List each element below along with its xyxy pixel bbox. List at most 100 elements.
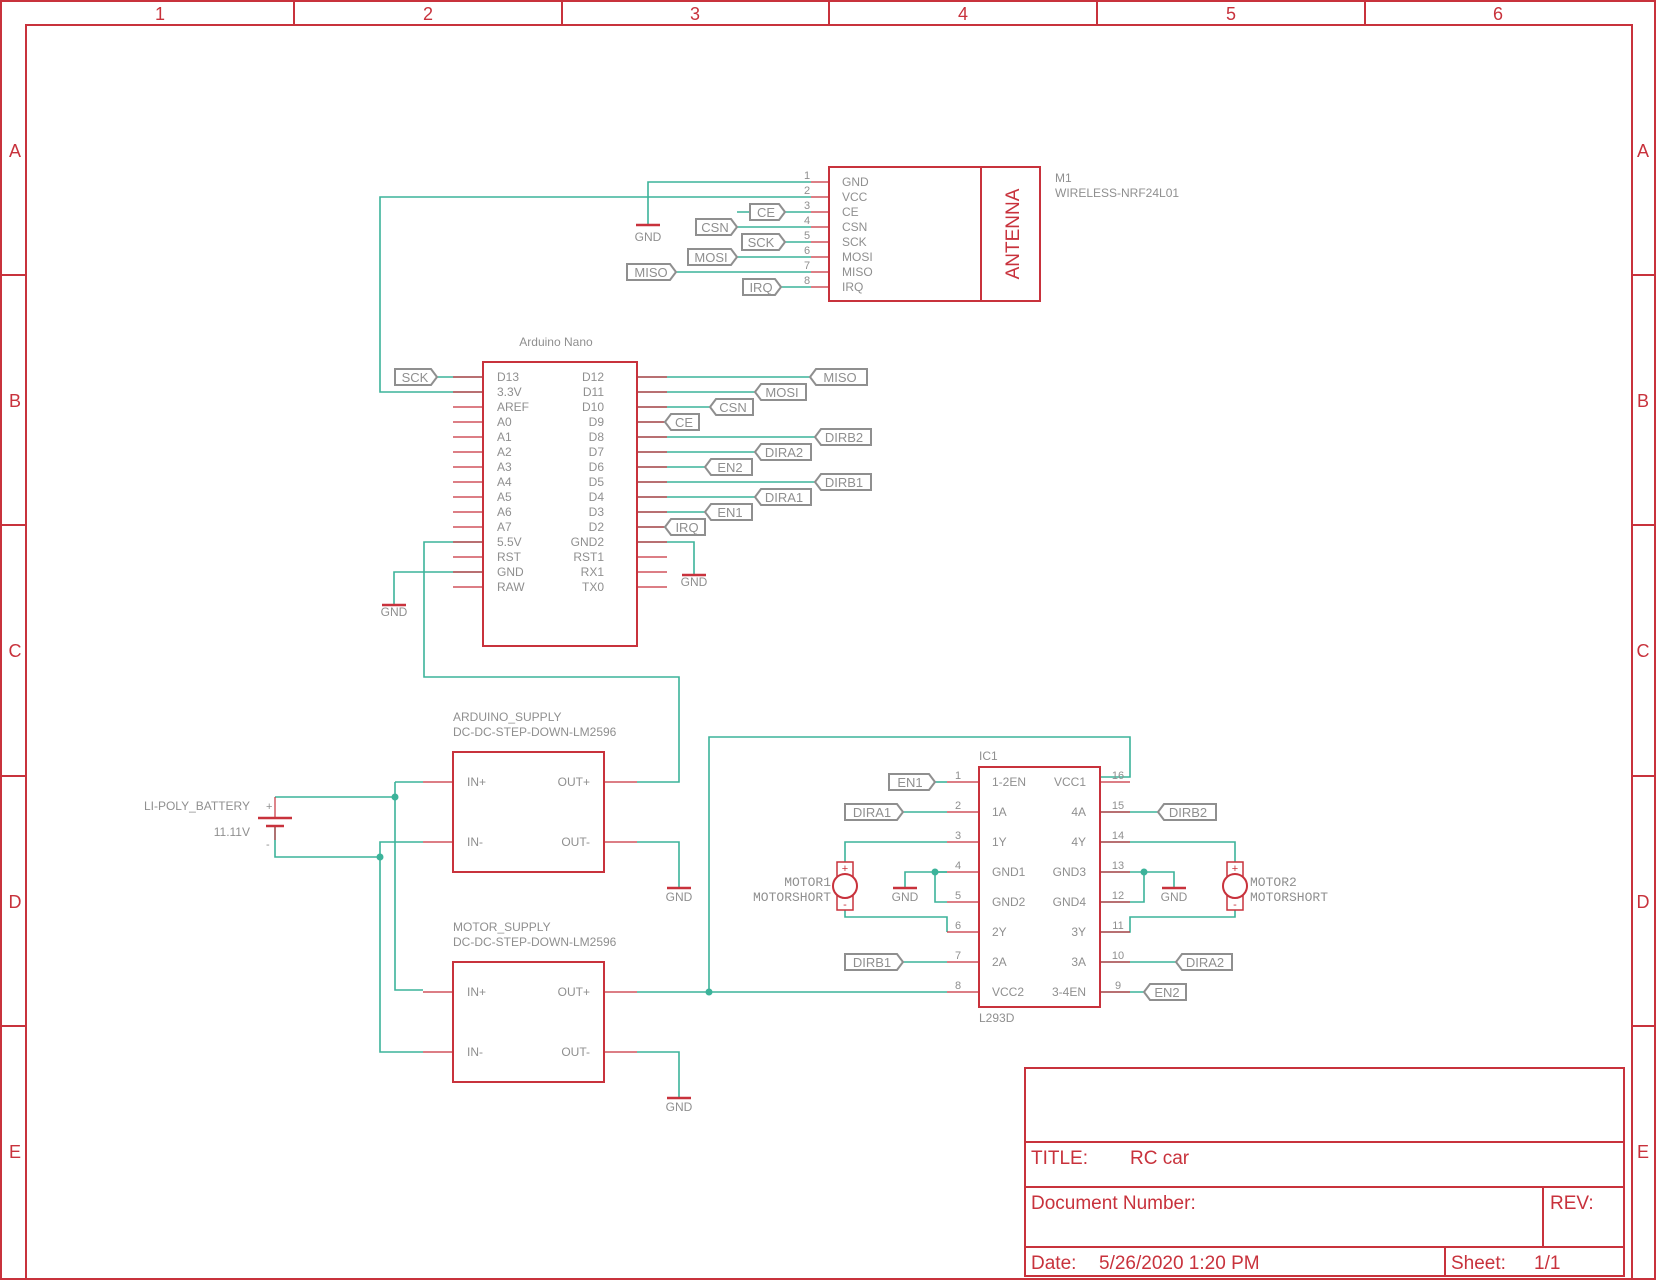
net-label-sck: SCK <box>402 370 429 385</box>
net-label-sck: SCK <box>748 235 775 250</box>
sheet-value: 1/1 <box>1534 1253 1560 1274</box>
junctions <box>376 793 1148 996</box>
net-label-dirb2: DIRB2 <box>825 430 863 445</box>
gnd-label: GND <box>666 1100 693 1114</box>
arduino-supply-out-minus: OUT- <box>561 835 590 849</box>
arduino-supply[interactable]: ARDUINO_SUPPLY DC-DC-STEP-DOWN-LM2596 IN… <box>423 710 637 873</box>
ic1-right-pin-num: 12 <box>1112 890 1124 902</box>
net-label-ce: CE <box>757 205 775 220</box>
battery-plus: + <box>266 801 272 813</box>
nano-right-pin-label: D5 <box>589 475 605 489</box>
nano-left-pin-label: 5.5V <box>497 535 522 549</box>
motor2-circle <box>1222 873 1248 899</box>
zone-row-d-right: D <box>1637 892 1650 912</box>
net-label-en1: EN1 <box>897 775 922 790</box>
motor-supply-part: DC-DC-STEP-DOWN-LM2596 <box>453 935 617 949</box>
nano-right-pin-label: D11 <box>583 385 604 399</box>
ic1-right-pin-num: 14 <box>1112 830 1124 842</box>
nano-right-pin-label: D10 <box>582 400 604 414</box>
motor2-name: MOTOR2 <box>1250 875 1297 890</box>
net-label-csn: CSN <box>701 220 728 235</box>
nano-left-pin-label: RST <box>497 550 522 564</box>
ic1-left-pin-num: 8 <box>955 980 961 992</box>
nrf-pin-name: VCC <box>842 190 868 204</box>
ic1-left-pin-num: 2 <box>955 800 961 812</box>
motor-supply-out-plus: OUT+ <box>558 985 590 999</box>
net-label-mosi: MOSI <box>694 250 727 265</box>
gnd-label: GND <box>1161 890 1188 904</box>
ic1-right-pin-num: 10 <box>1112 950 1124 962</box>
zone-col-4: 4 <box>958 4 968 24</box>
zone-row-a-left: A <box>9 141 21 161</box>
ic1-left-pin-name: VCC2 <box>992 985 1024 999</box>
nano-left-pin-label: A7 <box>497 520 512 534</box>
title-label: TITLE: <box>1031 1148 1088 1169</box>
nrf-pin-name: CSN <box>842 220 867 234</box>
nano-left-pin-label: AREF <box>497 400 529 414</box>
zone-col-3: 3 <box>690 4 700 24</box>
nrf-pin-name: IRQ <box>842 280 863 294</box>
nano-left-pin-label: 3.3V <box>497 385 522 399</box>
nano-right-pin-label: D8 <box>589 430 605 444</box>
gnd-label: GND <box>892 890 919 904</box>
antenna-box <box>980 166 1041 302</box>
motor2-part: MOTORSHORT <box>1250 890 1328 905</box>
ic1-right-pin-name: 3A <box>1071 955 1086 969</box>
net-label-dira1: DIRA1 <box>853 805 891 820</box>
motor-supply-in-minus: IN- <box>467 1045 483 1059</box>
net-label-dirb2: DIRB2 <box>1169 805 1207 820</box>
nano-left-pin-label: A1 <box>497 430 512 444</box>
zone-row-c-left: C <box>9 641 22 661</box>
ic1-right-pin-name: 4Y <box>1071 835 1086 849</box>
motor2-minus: - <box>1233 899 1237 911</box>
net-label-mosi: MOSI <box>765 385 798 400</box>
nano-right-pin-label: D3 <box>589 505 605 519</box>
nrf24l01-module[interactable]: ANTENNA M1 WIRELESS-NRF24L01 1 2 3 4 5 6… <box>804 166 1179 302</box>
arduino-supply-out-plus: OUT+ <box>558 775 590 789</box>
ic1-right-pin-name: 4A <box>1071 805 1086 819</box>
ic1-right-pin-name: VCC1 <box>1054 775 1086 789</box>
nrf-pin-name: CE <box>842 205 859 219</box>
antenna-label: ANTENNA <box>1003 188 1024 279</box>
motor1[interactable]: + - MOTOR1 MOTORSHORT <box>753 861 858 911</box>
nano-left-pin-label: A0 <box>497 415 512 429</box>
nano-right-pin-label: D4 <box>589 490 605 504</box>
ic1-right-pin-num: 15 <box>1112 800 1124 812</box>
ic1-right-pin-name: 3-4EN <box>1052 985 1086 999</box>
nano-left-pin-label: A2 <box>497 445 512 459</box>
net-label-en2: EN2 <box>717 460 742 475</box>
nrf-pin-num: 8 <box>804 275 810 287</box>
arduino-nano[interactable]: Arduino Nano D133.3VAREFA0A1A2A3A4A5A6A7… <box>453 335 667 647</box>
nrf-part: WIRELESS-NRF24L01 <box>1055 186 1179 200</box>
net-label-irq: IRQ <box>749 280 772 295</box>
gnd-label: GND <box>681 575 708 589</box>
zone-row-d-left: D <box>9 892 22 912</box>
zone-row-e-right: E <box>1637 1142 1649 1162</box>
nano-left-pin-label: A5 <box>497 490 512 504</box>
nano-title: Arduino Nano <box>519 335 593 349</box>
motor-supply[interactable]: MOTOR_SUPPLY DC-DC-STEP-DOWN-LM2596 IN+ … <box>423 920 637 1083</box>
nrf-pin-num: 6 <box>804 245 810 257</box>
nano-left-pin-label: D13 <box>497 370 519 384</box>
ic1-right-pin-num: 16 <box>1112 770 1124 782</box>
ic1-left-pin-name: 2Y <box>992 925 1007 939</box>
net-label-dirb1: DIRB1 <box>853 955 891 970</box>
ic1-left-pin-name: 2A <box>992 955 1007 969</box>
zone-row-c-right: C <box>1637 641 1650 661</box>
battery[interactable]: LI-POLY_BATTERY 11.11V + - <box>144 797 292 851</box>
nano-left-pin-label: A6 <box>497 505 512 519</box>
ic1-right-pin-num: 13 <box>1112 860 1124 872</box>
motor2[interactable]: + - MOTOR2 MOTORSHORT <box>1222 861 1328 911</box>
arduino-supply-part: DC-DC-STEP-DOWN-LM2596 <box>453 725 617 739</box>
nrf-designator: M1 <box>1055 171 1072 185</box>
ic1-left-pin-name: 1-2EN <box>992 775 1026 789</box>
ic1-left-pin-num: 3 <box>955 830 961 842</box>
battery-name: LI-POLY_BATTERY <box>144 799 250 813</box>
nano-left-pin-label: RAW <box>497 580 525 594</box>
ic1-right-pin-num: 9 <box>1115 980 1121 992</box>
motor-supply-in-plus: IN+ <box>467 985 486 999</box>
